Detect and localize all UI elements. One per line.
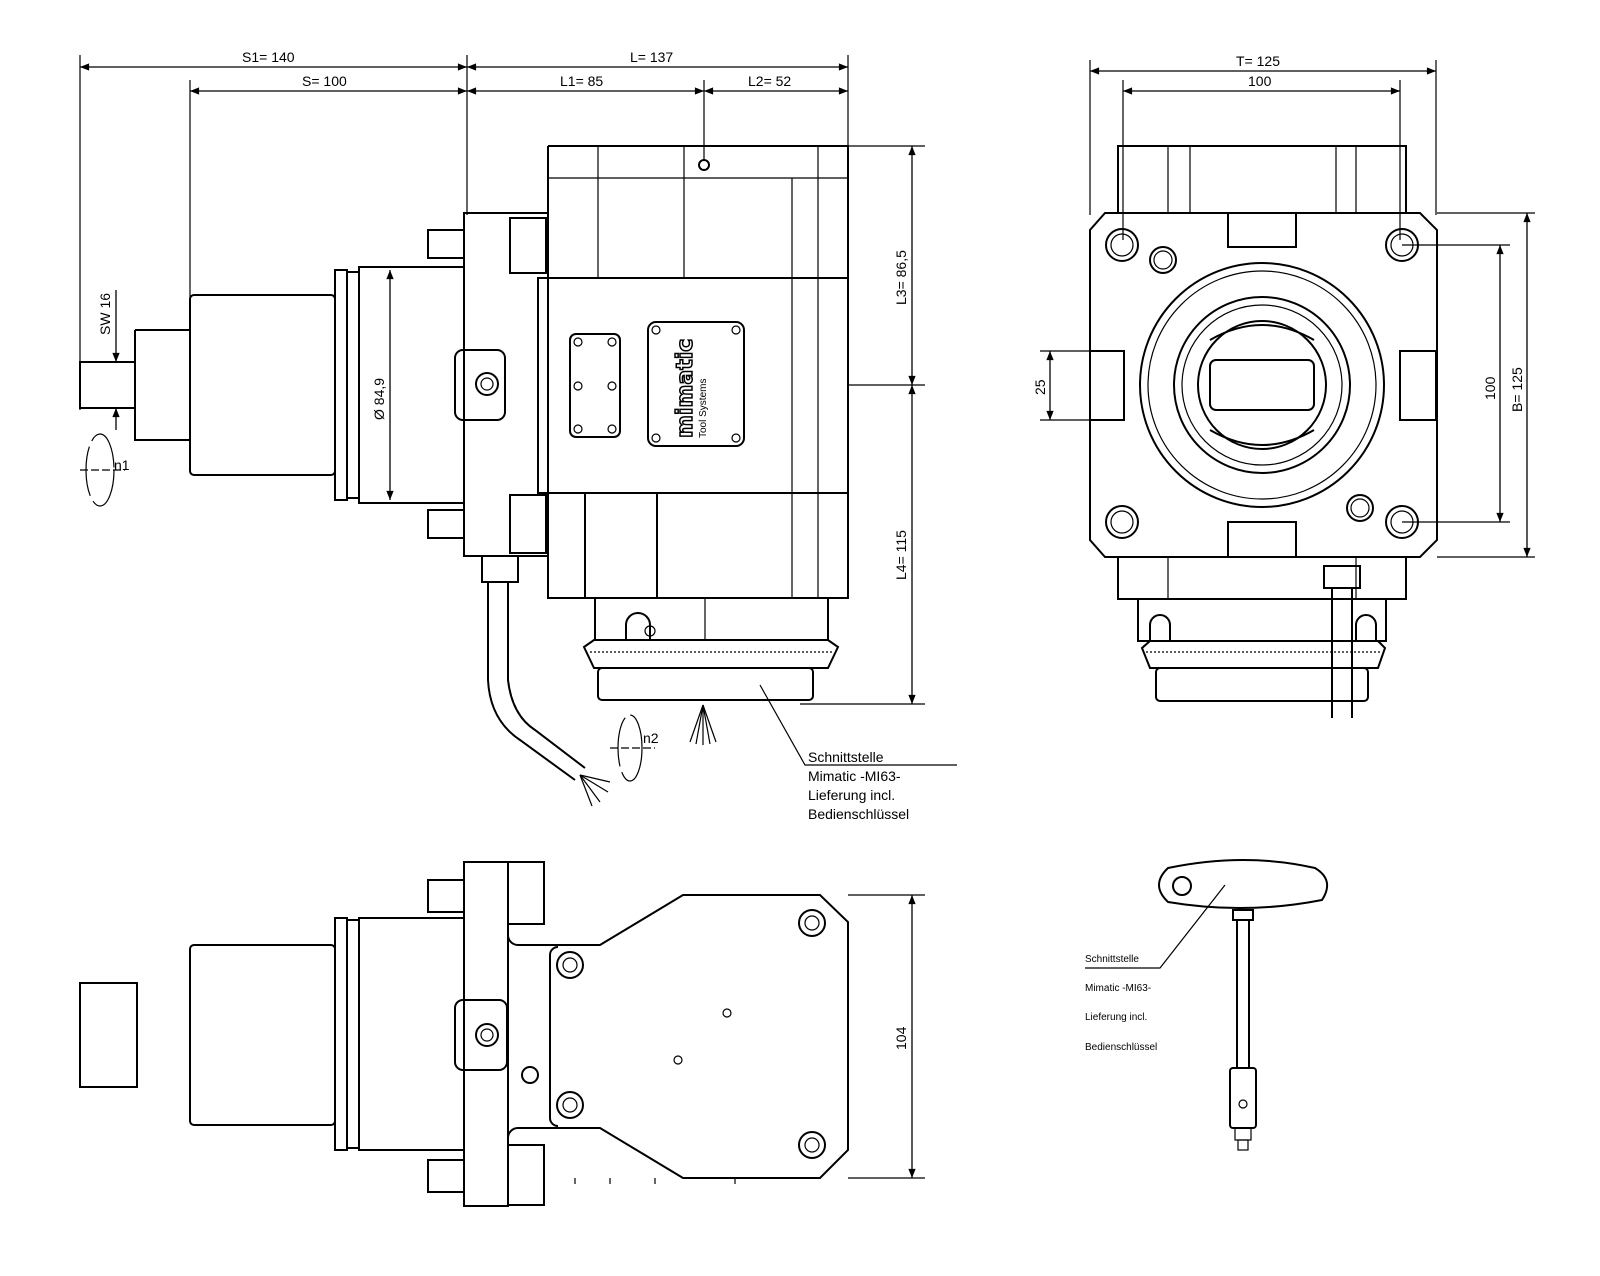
dim-l: L= 137: [630, 49, 673, 65]
dim-l2: L2= 52: [748, 73, 791, 89]
dim-l3: L3= 86,5: [893, 250, 909, 305]
dim-l4: L4= 115: [893, 530, 909, 580]
dim-side-height: 100: [1482, 376, 1498, 400]
dim-diameter: Ø 84,9: [371, 378, 387, 420]
dim-slot: 25: [1032, 379, 1048, 395]
key-annotation-line-4: Bedienschlüssel: [1085, 1042, 1157, 1053]
key-annotation-line-2: Mimatic -MI63-: [1085, 983, 1151, 994]
dim-side-width: 100: [1248, 73, 1272, 89]
dim-s1: S1= 140: [242, 49, 295, 65]
dim-s: S= 100: [302, 73, 347, 89]
dim-sw: SW 16: [97, 293, 113, 335]
mimatic-logo: mimatic: [673, 339, 698, 438]
front-view: S1= 140 L= 137 S= 100 L1= 85 L2= 52 SW 1…: [79, 49, 957, 822]
key-annotation-line-3: Lieferung incl.: [1085, 1012, 1147, 1023]
key-annotation-line-1: Schnittstelle: [1085, 954, 1139, 965]
dim-bottom-height: 104: [893, 1026, 909, 1050]
dim-b: B= 125: [1509, 367, 1525, 412]
label-n1: n1: [114, 457, 130, 473]
side-view: T= 125 100 25 100 B= 125: [1032, 53, 1535, 718]
cable-end-icon: [579, 774, 611, 807]
label-n2: n2: [643, 730, 659, 746]
annotation-line-1: Schnittstelle: [808, 749, 884, 765]
coolant-spray-icon: [689, 704, 717, 745]
dim-t: T= 125: [1236, 53, 1280, 69]
bottom-view: 104: [79, 861, 925, 1207]
operating-key: Schnittstelle Mimatic -MI63- Lieferung i…: [1085, 859, 1329, 1151]
annotation-line-2: Mimatic -MI63-: [808, 768, 901, 784]
annotation-line-4: Bedienschlüssel: [808, 806, 909, 822]
logo-subtitle: Tool Systems: [698, 379, 709, 438]
dim-l1: L1= 85: [560, 73, 603, 89]
annotation-line-3: Lieferung incl.: [808, 787, 895, 803]
